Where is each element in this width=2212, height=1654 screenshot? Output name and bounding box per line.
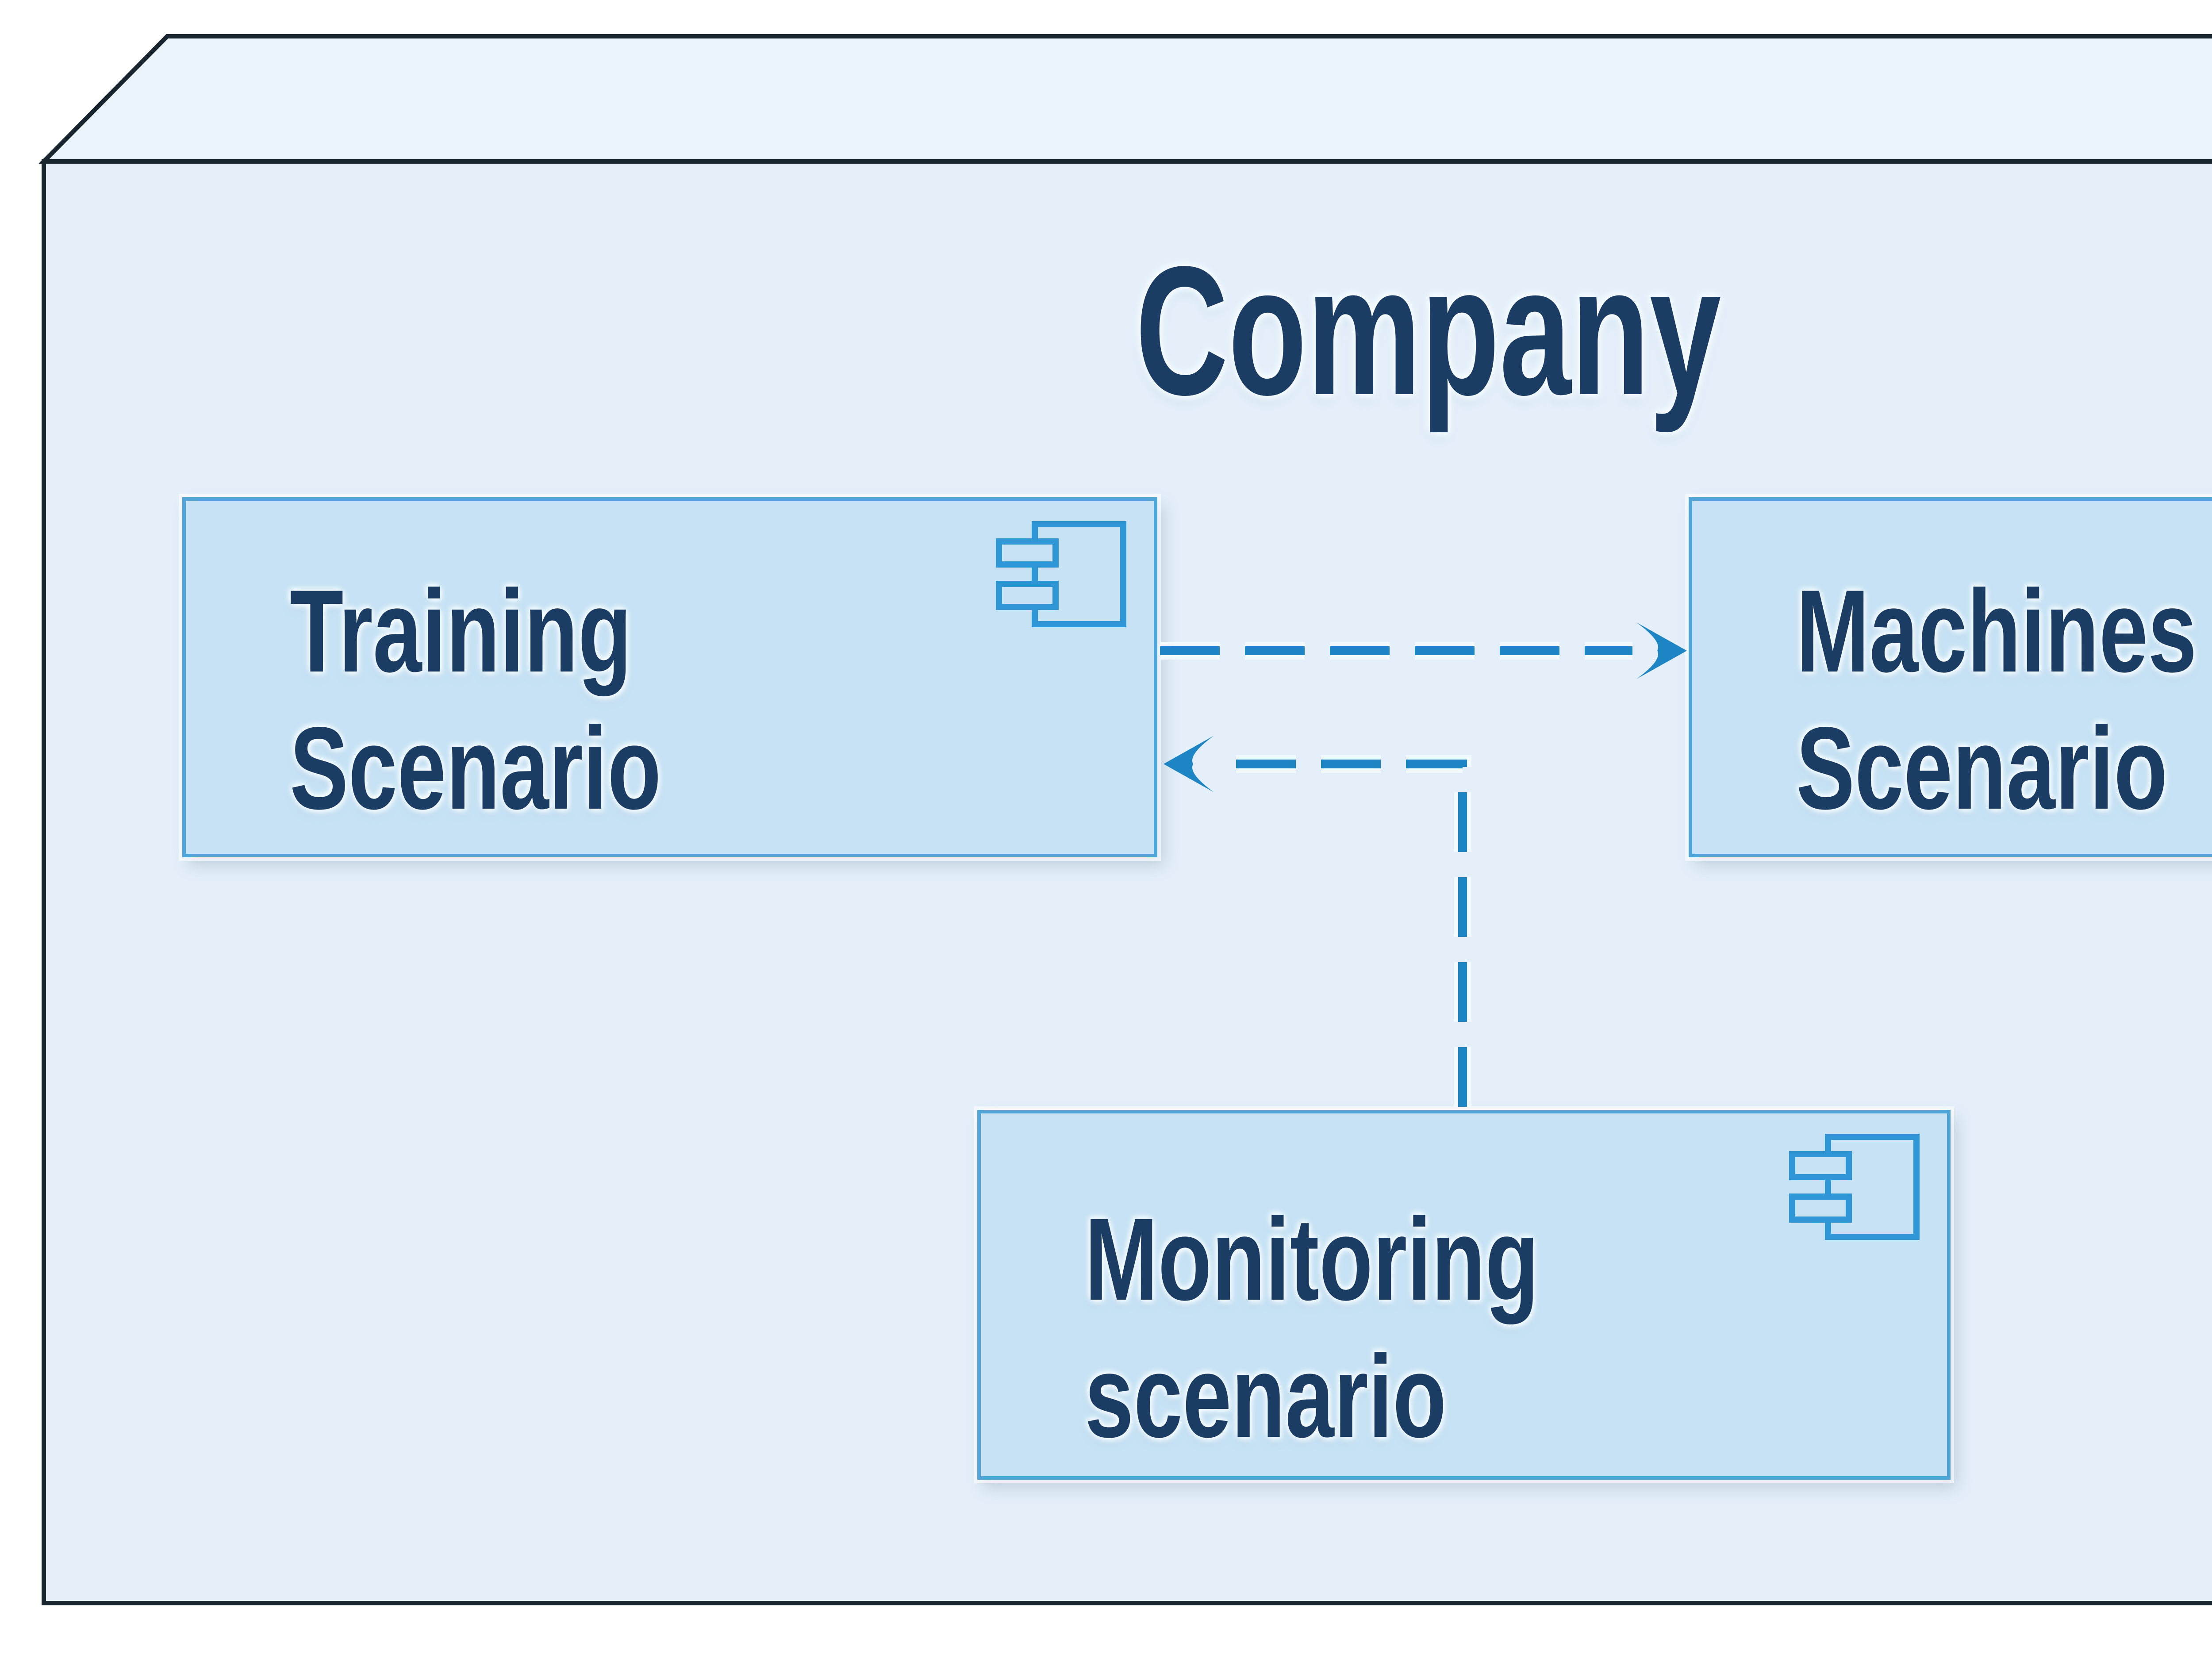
label-line: Scenario — [1796, 703, 2168, 834]
arrowhead-left-icon — [1164, 736, 1214, 792]
label-line: Machines — [1796, 566, 2197, 697]
component-box-monitoring: Monitoring scenario — [977, 1110, 1951, 1480]
component-icon — [996, 521, 1126, 627]
label-line: Monitoring — [1085, 1194, 1539, 1325]
component-icon — [1789, 1134, 1920, 1240]
arrowhead-right-icon — [1636, 622, 1687, 679]
label-line: Training — [290, 566, 632, 697]
component-label-monitoring: Monitoring scenario — [1085, 1191, 1539, 1465]
component-label-training: Training Scenario — [290, 563, 661, 837]
component-box-machines: Machines Scenario — [1689, 497, 2212, 857]
label-line: Scenario — [290, 703, 661, 834]
dashed-arrow-monitoring-to-training — [1164, 736, 1471, 1107]
component-box-training: Training Scenario — [182, 497, 1157, 857]
component-label-machines: Machines Scenario — [1796, 563, 2197, 837]
label-line: scenario — [1085, 1331, 1447, 1462]
dashed-arrow-training-to-machines — [1160, 622, 1687, 679]
